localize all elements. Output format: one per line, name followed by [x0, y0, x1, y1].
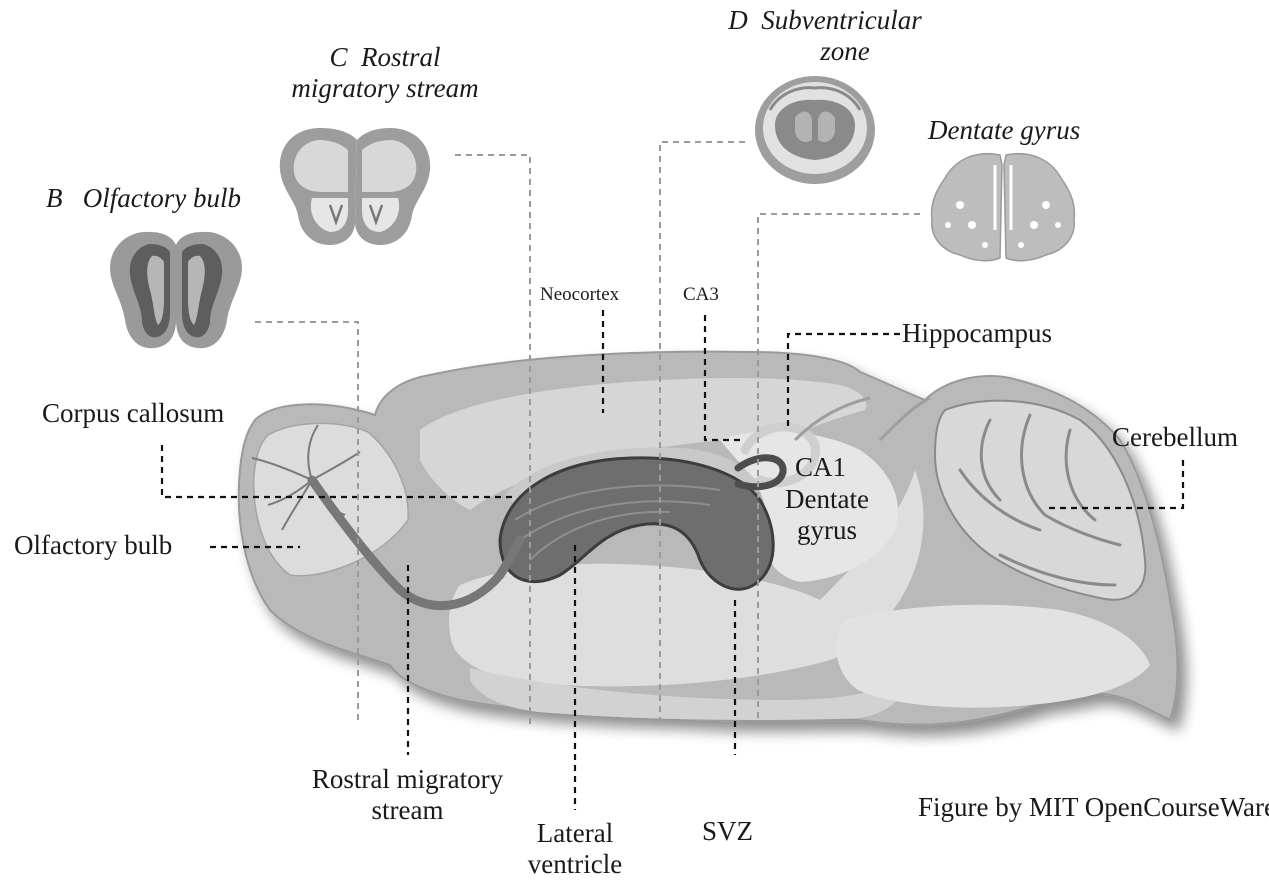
inset-subventricular-zone [755, 76, 875, 184]
label-ca3: CA3 [683, 284, 719, 306]
inset-d-line2: zone [700, 36, 950, 67]
label-hippocampus: Hippocampus [902, 318, 1052, 349]
inset-dg-name: Dentate gyrus [928, 115, 1080, 145]
label-rms-line1: Rostral migratory [285, 764, 530, 795]
inset-b-title: B Olfactory bulb [46, 183, 241, 214]
inset-d-line1: Subventricular [761, 5, 921, 35]
inset-dentate-gyrus [932, 154, 1075, 261]
label-lateral-ventricle-line2: ventricle [515, 849, 635, 880]
label-lateral-ventricle-line1: Lateral [515, 818, 635, 849]
label-svz: SVZ [702, 816, 753, 847]
label-dentate-gyrus-line2: gyrus [772, 515, 882, 546]
label-rms-line2: stream [285, 795, 530, 826]
label-corpus-callosum: Corpus callosum [42, 398, 224, 429]
label-lateral-ventricle: Lateral ventricle [515, 818, 635, 880]
label-neocortex: Neocortex [540, 284, 619, 306]
dg-coronal-left [932, 154, 1002, 261]
inset-olfactory-bulb [110, 232, 242, 348]
inset-d-letter: D [728, 5, 748, 35]
inset-c-letter: C [329, 42, 347, 72]
inset-c-title: C Rostral migratory stream [250, 42, 520, 104]
inset-c-line1: Rostral [361, 42, 441, 72]
inset-c-line2: migratory stream [250, 73, 520, 104]
label-dentate-gyrus-line1: Dentate [772, 484, 882, 515]
inset-dg-title: Dentate gyrus [928, 115, 1080, 146]
inset-b-letter: B [46, 183, 63, 213]
label-dentate-gyrus: Dentate gyrus [772, 484, 882, 546]
inset-rostral-migratory-stream [280, 128, 430, 245]
inset-b-name: Olfactory bulb [83, 183, 241, 213]
label-olfactory-bulb: Olfactory bulb [14, 530, 172, 561]
label-cerebellum: Cerebellum [1112, 422, 1238, 453]
label-rms: Rostral migratory stream [285, 764, 530, 826]
label-ca1: CA1 [795, 452, 846, 483]
sagittal-brain [239, 352, 1178, 725]
dg-coronal-right [1004, 154, 1074, 261]
figure-credit: Figure by MIT OpenCourseWare. [918, 792, 1269, 823]
inset-d-title: D Subventricular zone [700, 5, 950, 67]
